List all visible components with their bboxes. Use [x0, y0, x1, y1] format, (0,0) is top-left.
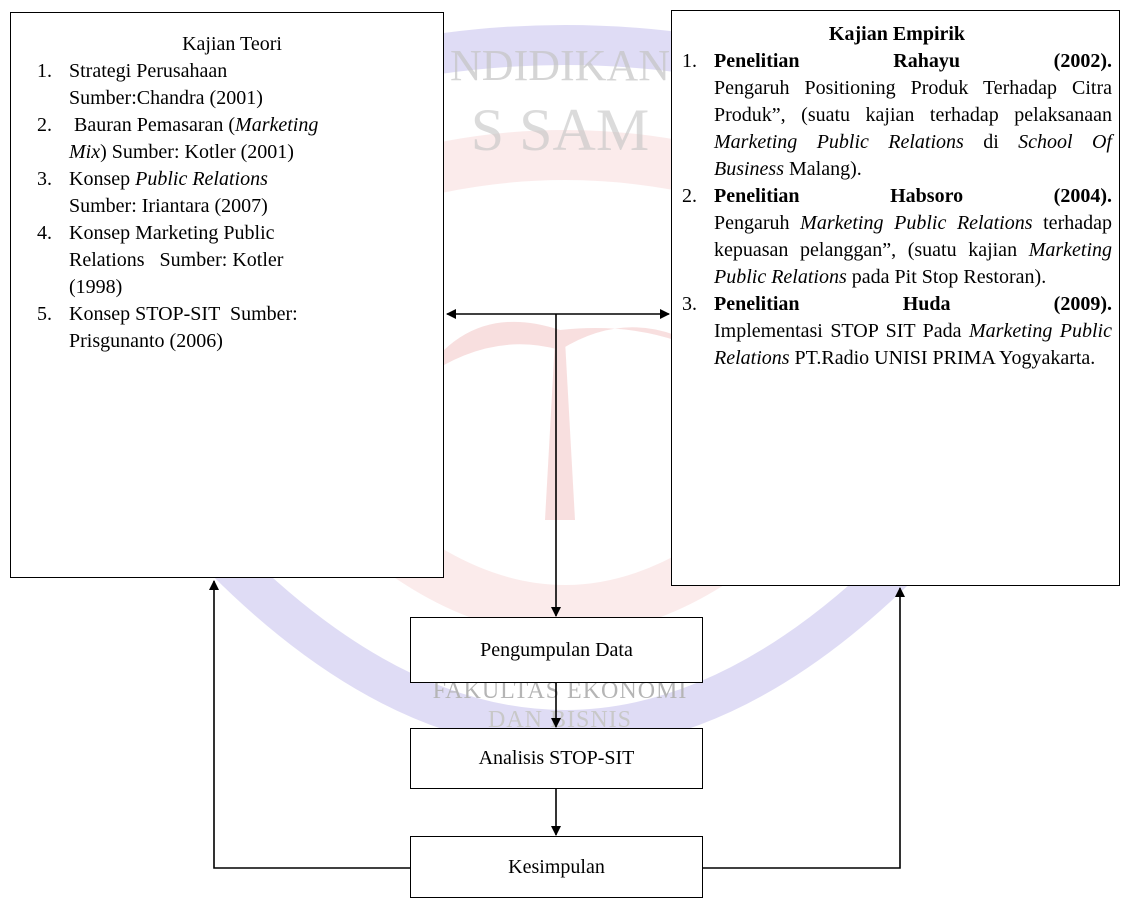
feedback-arrow-to-empirik: [703, 587, 905, 869]
empirik-item-text: Pengaruh Positioning Produk Terhadap Cit…: [714, 77, 1112, 126]
empirik-item-italic: Marketing Public Relations: [714, 131, 964, 153]
kajian-teori-list: 1. Strategi Perusahaan Sumber:Chandra (2…: [31, 58, 433, 355]
teori-item-source: Sumber: Iriantara (2007): [69, 195, 268, 217]
empirik-item-heading: Penelitian Habsoro (2004).: [714, 185, 1112, 207]
kesimpulan-box: Kesimpulan: [410, 836, 703, 898]
teori-item-source: ) Sumber: Kotler (2001): [100, 141, 294, 163]
teori-item-source: Relations Sumber: Kotler: [69, 249, 284, 271]
empirik-item-text: pada Pit Stop Restoran).: [846, 266, 1047, 288]
kesimpulan-label: Kesimpulan: [508, 855, 605, 878]
list-number: 1.: [37, 60, 52, 82]
analisis-stop-sit-label: Analisis STOP-SIT: [478, 747, 635, 769]
kajian-teori-box: Kajian Teori 1. Strategi Perusahaan Sumb…: [10, 12, 444, 578]
list-number: 4.: [37, 222, 52, 244]
kajian-empirik-list: 1. Penelitian Rahayu (2002). Pengaruh Po…: [682, 48, 1112, 372]
list-number: 2.: [682, 185, 697, 207]
empirik-item-italic: Marketing Public Relations: [714, 239, 1112, 288]
list-number: 2.: [37, 114, 52, 136]
empirik-item-italic: Marketing Public Relations: [714, 320, 1112, 369]
list-number: 1.: [682, 50, 697, 72]
teori-item-5: 5. Konsep STOP-SIT Sumber: Prisgunanto (…: [31, 301, 433, 355]
teori-item-1: 1. Strategi Perusahaan Sumber:Chandra (2…: [31, 58, 433, 112]
empirik-item-2: 2. Penelitian Habsoro (2004). Pengaruh M…: [682, 183, 1112, 291]
teori-item-source: Sumber:Chandra (2001): [69, 87, 263, 109]
list-number: 3.: [682, 293, 697, 315]
watermark-text-top: NDIDIKAN: [450, 41, 670, 90]
kajian-empirik-title: Kajian Empirik: [828, 23, 966, 45]
empirik-item-text: Implementasi STOP SIT Pada: [714, 320, 970, 342]
empirik-item-3: 3. Penelitian Huda (2009). Implementasi …: [682, 291, 1112, 372]
watermark-text-mid: S SAM: [471, 97, 649, 163]
empirik-item-text: PT.Radio UNISI PRIMA Yogyakarta.: [789, 347, 1096, 369]
list-number: 5.: [37, 303, 52, 325]
empirik-item-1: 1. Penelitian Rahayu (2002). Pengaruh Po…: [682, 48, 1112, 183]
empirik-item-italic: School Of Business: [714, 131, 1112, 180]
teori-item-text: Strategi Perusahaan: [69, 60, 228, 82]
empirik-item-text: Malang).: [784, 158, 862, 180]
kajian-empirik-box: Kajian Empirik 1. Penelitian Rahayu (200…: [671, 10, 1120, 586]
empirik-item-text: Pengaruh: [714, 212, 801, 234]
empirik-item-heading: Penelitian Huda (2009).: [714, 293, 1112, 315]
empirik-item-text: terhadap kepuasan pelanggan”, (suatu kaj…: [714, 212, 1112, 261]
teori-item-italic: Marketing: [235, 114, 319, 136]
list-number: 3.: [37, 168, 52, 190]
feedback-arrow-to-teori: [209, 580, 410, 869]
teori-item-italic: Mix: [69, 141, 101, 163]
teori-item-text: Konsep: [69, 168, 136, 190]
teori-item-source: Prisgunanto (2006): [69, 330, 223, 352]
pengumpulan-data-box: Pengumpulan Data: [410, 617, 703, 683]
teori-item-text: Konsep Marketing Public: [69, 222, 275, 244]
pengumpulan-data-label: Pengumpulan Data: [480, 638, 633, 661]
empirik-item-text: di: [963, 131, 1019, 153]
teori-item-italic: Public Relations: [135, 168, 268, 190]
teori-item-text: Konsep STOP-SIT Sumber:: [69, 303, 298, 325]
empirik-item-heading: Penelitian Rahayu (2002).: [714, 50, 1112, 72]
kajian-teori-title: Kajian Teori: [182, 33, 282, 55]
teori-item-text: Bauran Pemasaran (: [74, 114, 236, 136]
teori-item-4: 4. Konsep Marketing Public Relations Sum…: [31, 220, 433, 301]
teori-item-2: 2. Bauran Pemasaran (Marketing Mix) Sumb…: [31, 112, 433, 166]
empirik-item-italic: Marketing Public Relations: [800, 212, 1033, 234]
teori-item-3: 3. Konsep Public Relations Sumber: Irian…: [31, 166, 433, 220]
teori-item-year: (1998): [69, 276, 123, 298]
analisis-stop-sit-box: Analisis STOP-SIT: [410, 728, 703, 789]
